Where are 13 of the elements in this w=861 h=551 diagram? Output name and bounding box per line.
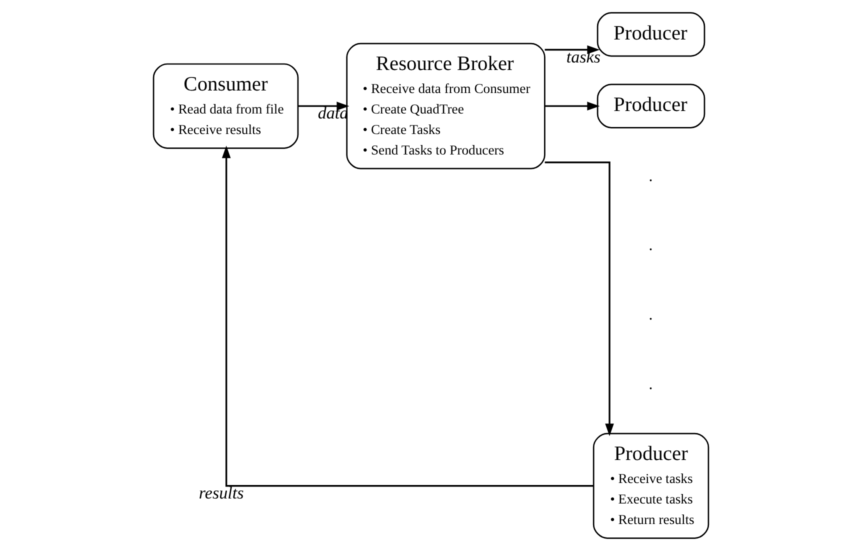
edge-label: results [198,483,244,502]
node-box: Producer • Receive tasks • Execute tasks • Return results [592,432,709,539]
node-box: Resource Broker • Receive data from Consumer • Create QuadTree • Create Tasks • Send Tasks to Producers [346,42,545,170]
label: . [648,237,652,254]
arrow [544,162,614,436]
label: . [648,376,652,393]
label: . [648,168,652,185]
arrow [544,45,600,54]
arrow [544,102,600,110]
label: . [648,306,652,324]
node-box: Consumer • Read data from file • Receive results [152,63,298,149]
node-box: Producer [596,84,705,128]
arrow [221,146,593,487]
